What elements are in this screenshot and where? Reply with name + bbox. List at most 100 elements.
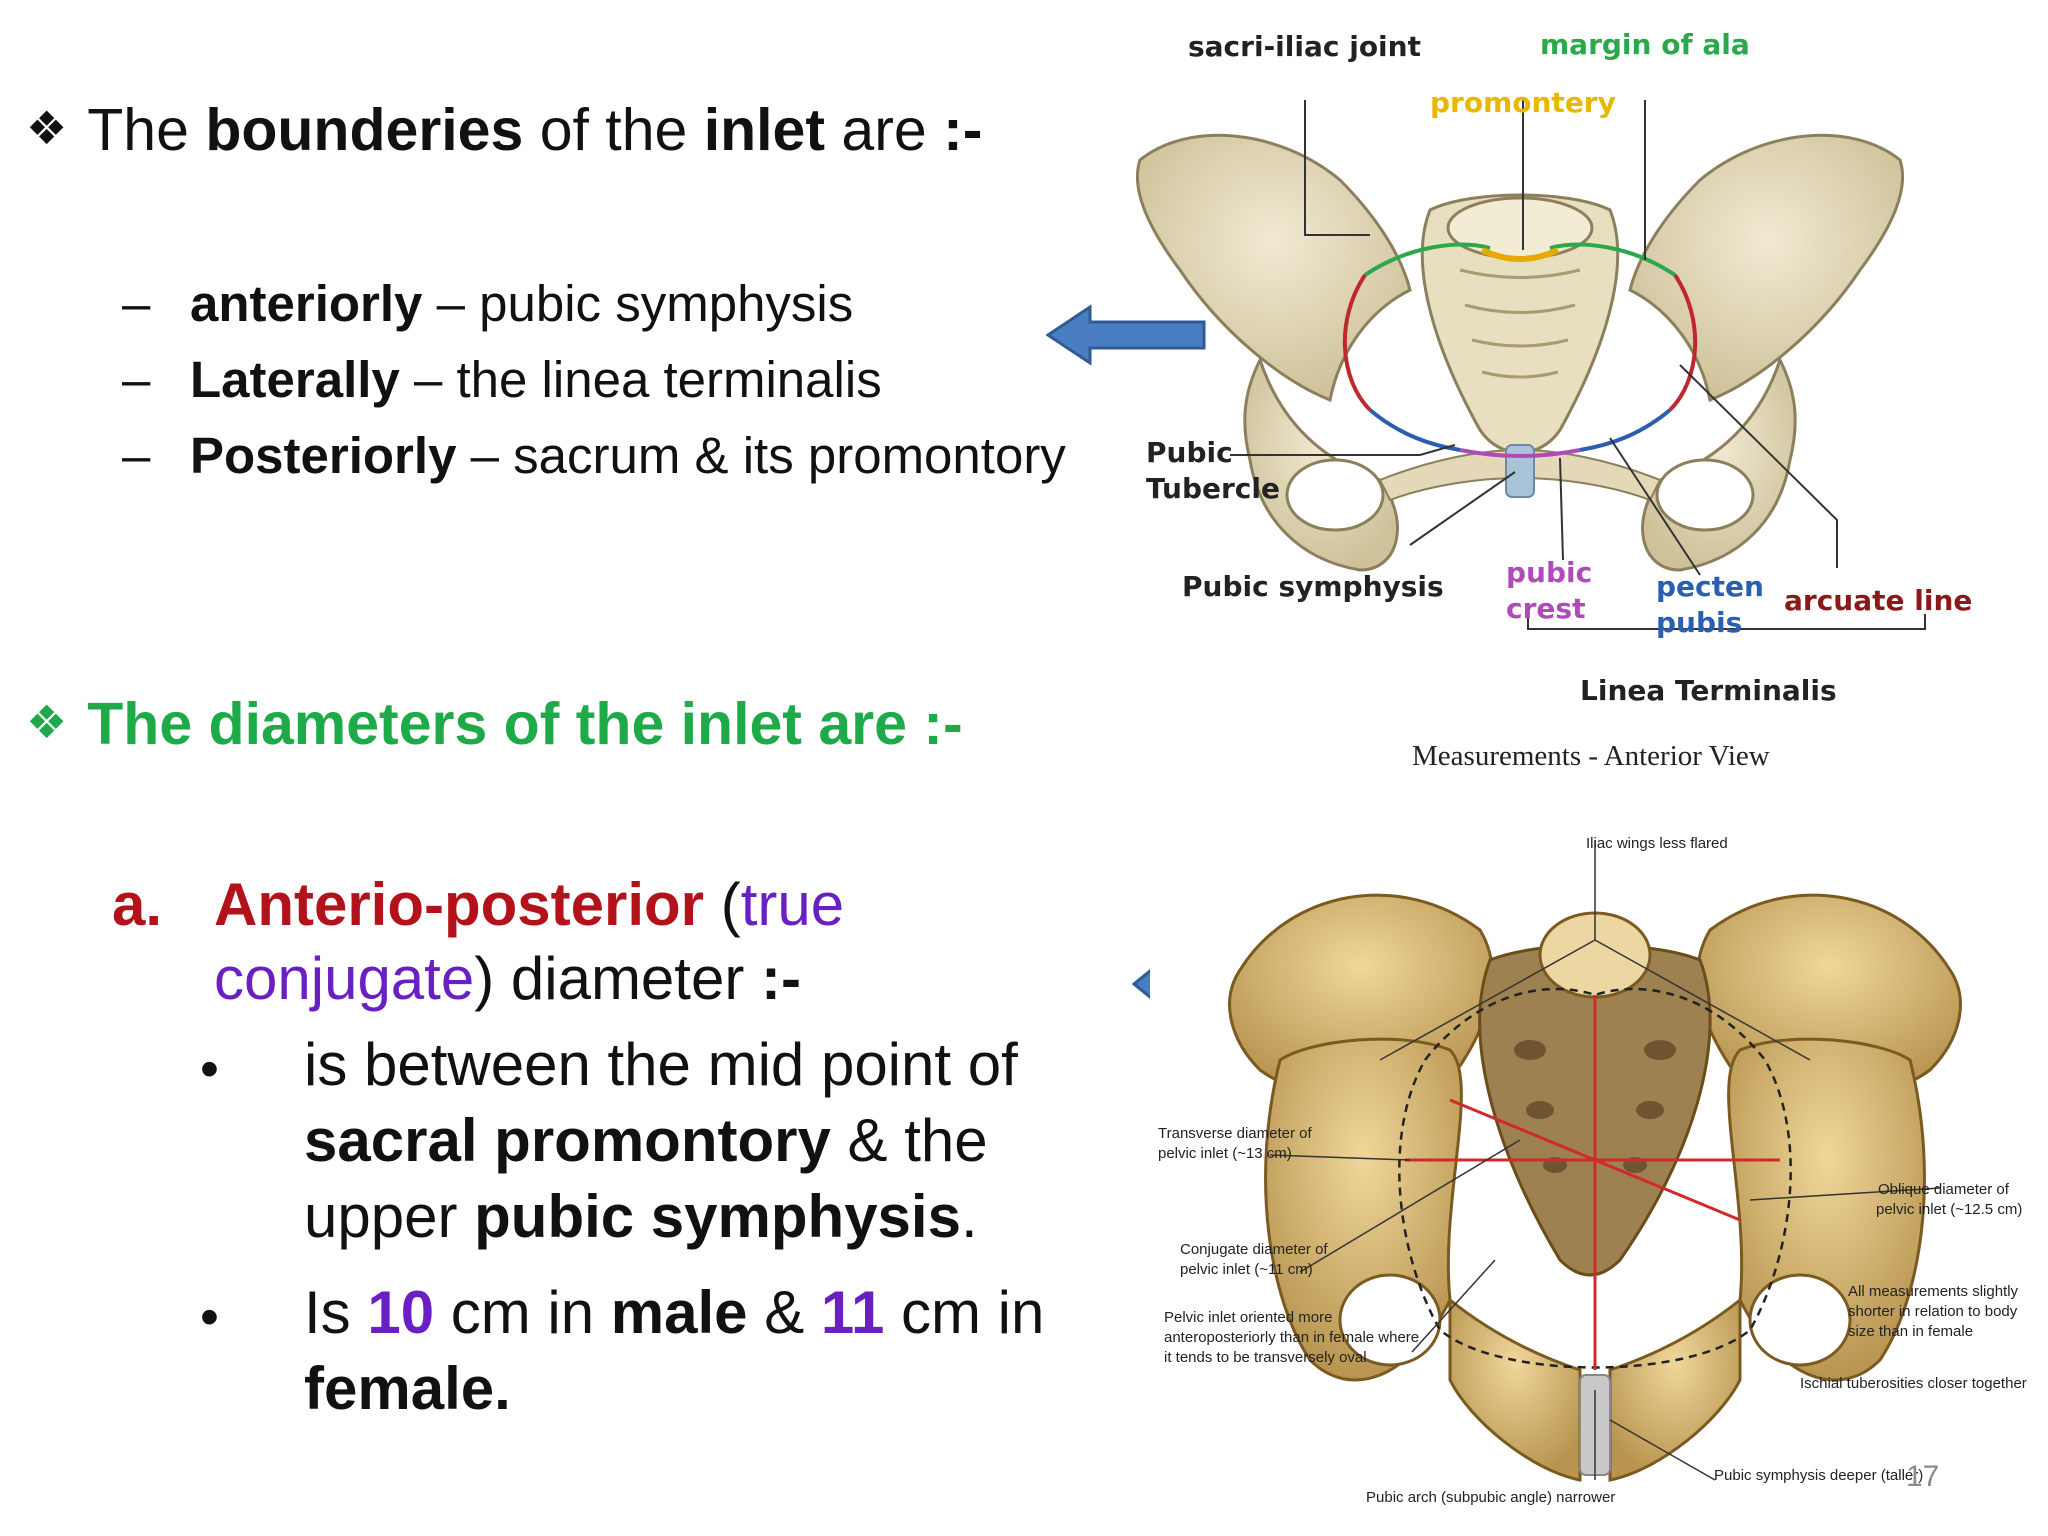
bullet-bold: female. [304, 1355, 511, 1422]
conjugate-word: conjugate [214, 945, 475, 1012]
label-all-measurements-1: All measurements slightly [1848, 1283, 2019, 1300]
diameter-word: diameter [494, 945, 761, 1012]
label-promontery: promontery [1430, 86, 1616, 119]
label-margin-of-ala: margin of ala [1540, 28, 1750, 61]
bullet-text: cm in [434, 1279, 611, 1346]
label-pecten-pubis-2: pubis [1656, 606, 1743, 639]
dash-bullet: – [122, 427, 151, 484]
heading-text: of the [523, 97, 704, 163]
left-iliac-wing [1135, 133, 1412, 403]
boundary-item-posterior: –Posteriorly – sacrum & its promontory [122, 426, 1066, 485]
paren: ) [474, 945, 495, 1012]
dash-bullet: – [122, 275, 151, 332]
leader-arcuate [1679, 364, 1838, 568]
figure2-title: Measurements - Anterior View [1412, 740, 1770, 772]
promontory-vertebra [1446, 196, 1594, 260]
blue-pecten-right [1579, 408, 1672, 452]
left-pubis [1448, 1296, 1582, 1482]
pubic-symphysis-disc [1505, 444, 1535, 498]
label-sacri-iliac: sacri-iliac joint [1188, 30, 1421, 63]
linea-terminalis-bracket [1527, 614, 1926, 630]
label-oriented-1: Pelvic inlet oriented more [1164, 1309, 1333, 1326]
bullet2-line1: Is 10 cm in male & 11 cm in [304, 1278, 1044, 1347]
label-pubic-deeper: Pubic symphysis deeper (taller) [1714, 1467, 1924, 1484]
red-arcuate-left [1342, 273, 1372, 412]
label-pubic-arch: Pubic arch (subpubic angle) narrower [1366, 1489, 1616, 1506]
bullet1-line1: is between the mid point of [304, 1030, 1018, 1099]
left-obturator-foramen [1285, 458, 1385, 532]
label-oblique-1: Oblique diameter of [1878, 1181, 2009, 1198]
label-conjugate-1: Conjugate diameter of [1180, 1241, 1328, 1258]
boundary-desc: – sacrum & its promontory [456, 427, 1066, 484]
bullet2-line2: female. [304, 1354, 511, 1423]
value-11: 11 [820, 1279, 885, 1346]
leader-pubic-tubercle [1230, 444, 1456, 456]
boundary-term: Posteriorly [190, 427, 457, 484]
leader-pecten [1609, 437, 1701, 576]
bullet-text: is between the mid point of [304, 1031, 1018, 1098]
boundary-term: anteriorly [190, 275, 423, 332]
pelvic-inlet-outline [1398, 987, 1792, 1369]
diamond-star-bullet-icon: ❖ [26, 696, 68, 748]
leader-pubic-symphysis [1409, 471, 1516, 546]
oblique-diameter-line [1449, 1098, 1741, 1222]
heading-bold: bounderies [205, 97, 524, 163]
item-title-line: Anterio-posterior (true [214, 870, 844, 939]
value-10: 10 [367, 1279, 435, 1346]
boundary-desc: – the linea terminalis [399, 351, 882, 408]
true-word: true [740, 871, 845, 938]
bullet-dot: • [200, 1287, 219, 1347]
bullet-text: cm in [884, 1279, 1045, 1346]
pelvis-boundaries-figure [1135, 100, 1926, 630]
label-ischial: Ischial tuberosities closer together [1800, 1375, 2027, 1392]
heading-text: are [825, 97, 944, 163]
label-linea-terminalis: Linea Terminalis [1580, 674, 1837, 707]
label-oriented-3: it tends to be transversely oval [1164, 1349, 1367, 1366]
label-transverse-1: Transverse diameter of [1158, 1125, 1312, 1142]
bullet-dot: • [200, 1039, 219, 1099]
label-all-measurements-3: size than in female [1848, 1323, 1974, 1340]
boundaries-heading: ❖The bounderies of the inlet are :- [26, 96, 982, 164]
label-oblique-2: pelvic inlet (~12.5 cm) [1876, 1201, 2023, 1218]
item-letter: a. [112, 871, 163, 938]
boundary-term: Laterally [190, 351, 400, 408]
leader-sacri-iliac [1304, 100, 1370, 236]
diamond-star-bullet-icon: ❖ [26, 102, 68, 154]
green-margin-right [1549, 242, 1677, 277]
boundary-desc: – pubic symphysis [422, 275, 854, 332]
heading-text: The [87, 97, 206, 163]
label-pecten-pubis-1: pecten [1656, 570, 1764, 603]
label-pubic-crest-2: crest [1506, 592, 1586, 625]
bullet-text: upper [304, 1183, 475, 1250]
label-pubic-tubercle-1: Pubic [1146, 436, 1233, 469]
dash-bullet: – [122, 351, 151, 408]
boundary-item-anterior: –anteriorly – pubic symphysis [122, 274, 853, 333]
label-transverse-2: pelvic inlet (~13 cm) [1158, 1145, 1292, 1162]
diameters-heading-text: The diameters of the inlet are :- [87, 691, 963, 757]
right-iliac-wing [1628, 133, 1905, 403]
label-oriented-2: anteroposteriorly than in female where [1164, 1329, 1420, 1346]
bullet-text: & the [830, 1107, 988, 1174]
right-foramen [1748, 1273, 1852, 1367]
item-title-line-2: conjugate) diameter :- [214, 944, 801, 1013]
green-margin-left [1363, 242, 1491, 277]
bullet1-line2: sacral promontory & the [304, 1106, 988, 1175]
pelvis-measurements-figure [1150, 780, 2040, 1520]
blue-pecten-left [1368, 408, 1461, 452]
page-number: 17 [1906, 1460, 1940, 1493]
colon: :- [760, 945, 801, 1012]
bullet-bold: sacral promontory [304, 1107, 831, 1174]
bullet-text: Is [304, 1279, 368, 1346]
diameters-heading: ❖ The diameters of the inlet are :- [26, 690, 963, 758]
label-pubic-symphysis: Pubic symphysis [1182, 570, 1444, 603]
label-conjugate-2: pelvic inlet (~11 cm) [1180, 1261, 1313, 1278]
right-pubis [1608, 1296, 1742, 1482]
label-all-measurements-2: shorter in relation to body [1848, 1303, 2018, 1320]
paren: ( [704, 871, 741, 938]
item-title: Anterio-posterior [214, 871, 705, 938]
right-obturator-foramen [1655, 458, 1755, 532]
purple-pubic-crest [1459, 448, 1581, 458]
label-arcuate-line: arcuate line [1784, 584, 1973, 617]
label-pubic-tubercle-2: Tubercle [1146, 472, 1280, 505]
leader-pubic-crest [1559, 457, 1564, 561]
